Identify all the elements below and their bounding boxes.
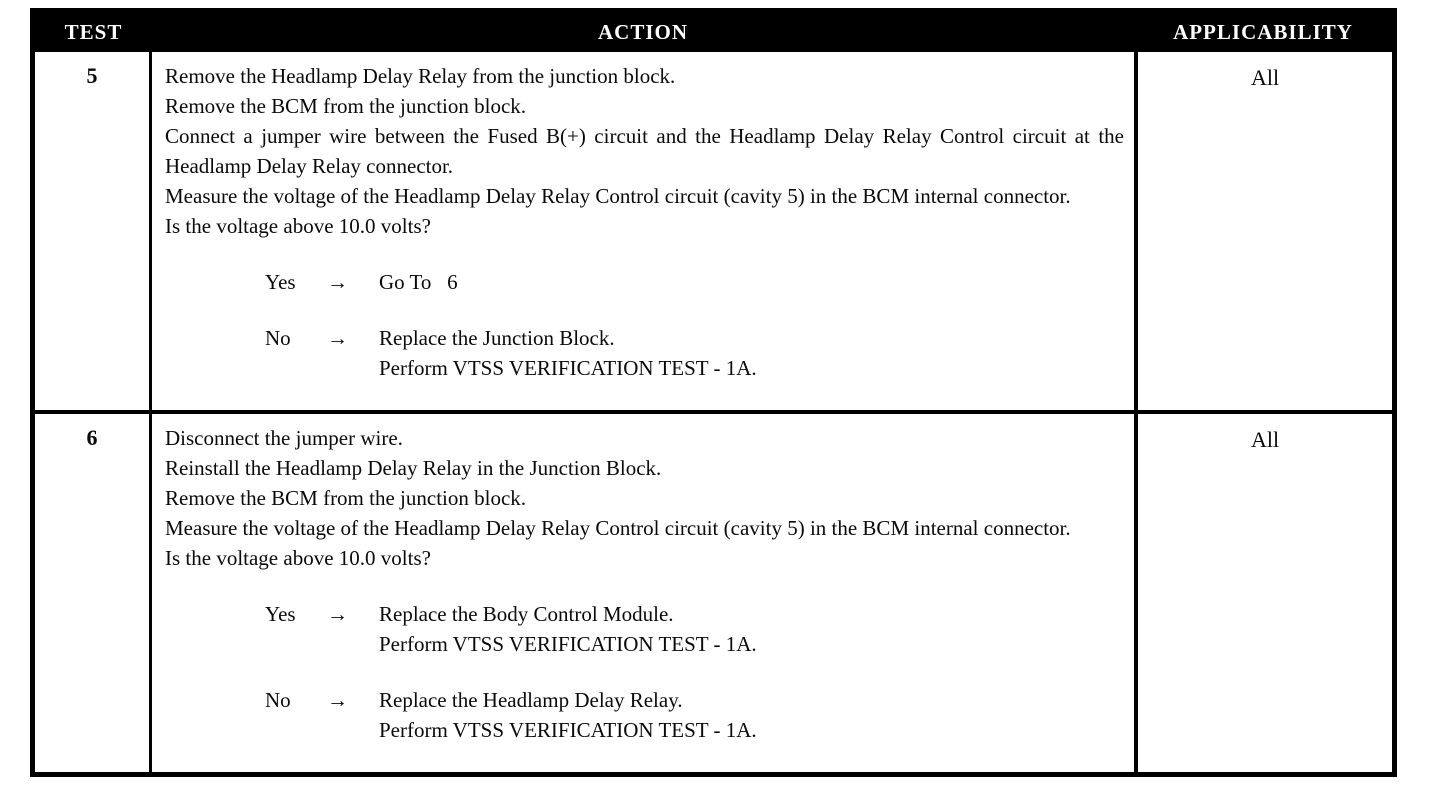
test-number-cell: 6: [35, 414, 152, 772]
branch-row: No → Replace the Junction Block. Perform VT…: [265, 323, 1124, 383]
action-step-line: Reinstall the Headlamp Delay Relay in th…: [165, 456, 662, 480]
applicability-value: All: [1250, 65, 1280, 90]
action-cell: Disconnect the jumper wire. Reinstall the…: [152, 414, 1134, 772]
branch-row: Yes → Replace the Body Control Module. Perf…: [265, 599, 1124, 659]
branch-result-line: Replace the Body Control Module.: [379, 602, 674, 626]
branch-label: No: [265, 688, 291, 712]
test-number: 5: [86, 63, 98, 88]
column-header-applicability: APPLICABILITY: [1173, 20, 1353, 44]
arrow-icon: →: [327, 326, 348, 350]
column-header-test: TEST: [64, 20, 123, 44]
action-steps: Disconnect the jumper wire. Reinstall the…: [165, 423, 1124, 573]
applicability-cell: All: [1134, 52, 1392, 410]
table-header-row: TEST ACTION APPLICABILITY: [35, 13, 1392, 52]
branch-row: No → Replace the Headlamp Delay Relay. Perf…: [265, 685, 1124, 745]
action-step-line: Disconnect the jumper wire.: [165, 426, 403, 450]
branch-result: Go To 6: [379, 267, 1124, 297]
action-steps: Remove the Headlamp Delay Relay from the…: [165, 61, 1124, 241]
branch-result: Replace the Body Control Module. Perform …: [379, 599, 1124, 659]
action-step-line: Remove the BCM from the junction block.: [165, 94, 527, 118]
action-step-line: Remove the Headlamp Delay Relay from the…: [165, 64, 676, 88]
branch-result-line: Perform VTSS VERIFICATION TEST - 1A.: [379, 632, 757, 656]
action-step-line: Connect a jumper wire between the Fused …: [165, 124, 1124, 178]
action-step-line: Remove the BCM from the junction block.: [165, 486, 527, 510]
arrow-icon: →: [327, 602, 348, 626]
action-branches: Yes → Replace the Body Control Module. Perf…: [165, 599, 1124, 745]
table-row: 5 Remove the Headlamp Delay Relay from t…: [35, 52, 1392, 410]
applicability-cell: All: [1134, 414, 1392, 772]
branch-result: Replace the Junction Block. Perform VTSS …: [379, 323, 1124, 383]
action-step-line: Measure the voltage of the Headlamp Dela…: [165, 516, 1071, 540]
branch-result-line: Perform VTSS VERIFICATION TEST - 1A.: [379, 356, 757, 380]
table-row: 6 Disconnect the jumper wire. Reinstall t…: [35, 410, 1392, 772]
applicability-value: All: [1250, 427, 1280, 452]
branch-result-line: Replace the Headlamp Delay Relay.: [379, 688, 683, 712]
arrow-icon: →: [327, 688, 348, 712]
action-step-line: Is the voltage above 10.0 volts?: [165, 546, 431, 570]
branch-result: Replace the Headlamp Delay Relay. Perform…: [379, 685, 1124, 745]
branch-label: Yes: [265, 602, 296, 626]
test-number: 6: [86, 425, 98, 450]
branch-label: No: [265, 326, 291, 350]
column-header-action: ACTION: [597, 20, 688, 44]
action-cell: Remove the Headlamp Delay Relay from the…: [152, 52, 1134, 410]
arrow-icon: →: [327, 270, 348, 294]
branch-result-line: Perform VTSS VERIFICATION TEST - 1A.: [379, 718, 757, 742]
action-step-line: Is the voltage above 10.0 volts?: [165, 214, 431, 238]
branch-label: Yes: [265, 270, 296, 294]
table-body: 5 Remove the Headlamp Delay Relay from t…: [35, 52, 1392, 772]
action-step-line: Measure the voltage of the Headlamp Dela…: [165, 184, 1071, 208]
action-branches: Yes → Go To 6 No → Replace the Junction Block…: [165, 267, 1124, 383]
diagnostic-test-table: TEST ACTION APPLICABILITY 5 Remove the H…: [30, 8, 1397, 777]
test-number-cell: 5: [35, 52, 152, 410]
branch-row: Yes → Go To 6: [265, 267, 1124, 297]
branch-result-line: Replace the Junction Block.: [379, 326, 615, 350]
branch-result-line: Go To 6: [379, 270, 458, 294]
